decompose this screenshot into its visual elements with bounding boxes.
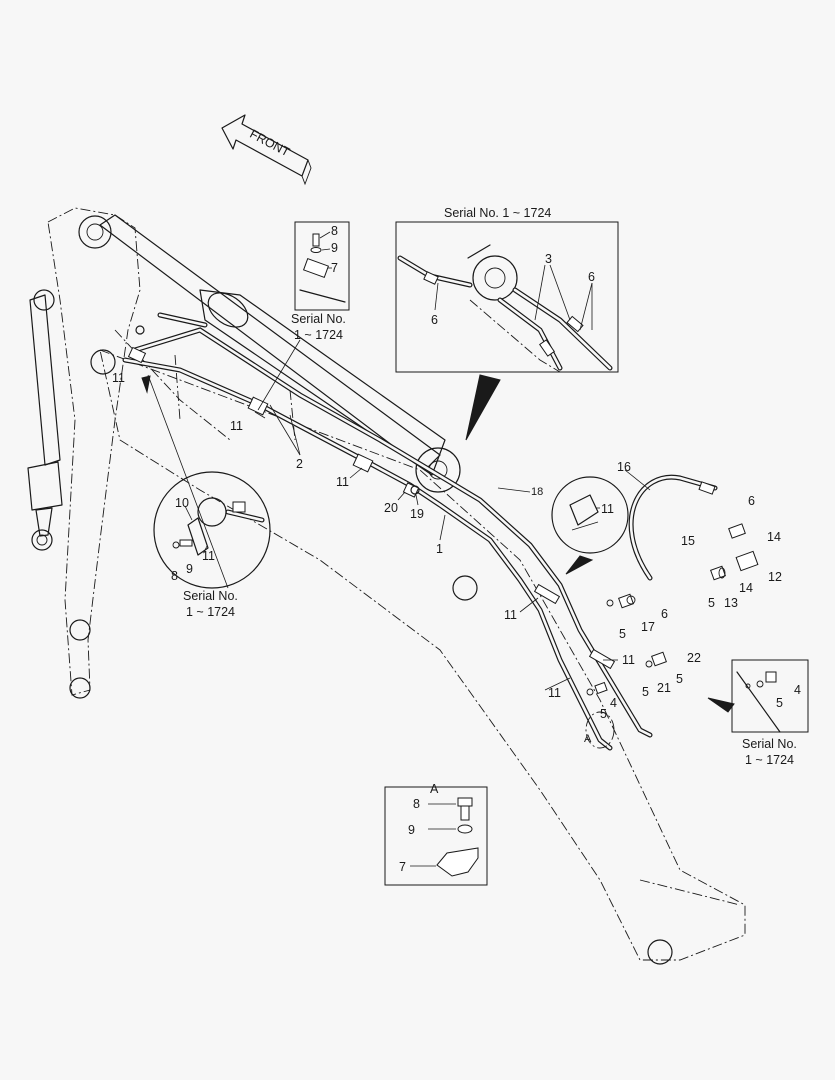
left-circle-line2: 1 ~ 1724 (186, 605, 235, 619)
label-6-left: 6 (431, 313, 438, 327)
left-circle-detail: 10 11 9 8 Serial No. 1 ~ 1724 (141, 374, 271, 619)
right-detail-line2: 1 ~ 1724 (745, 753, 794, 767)
label-11-left: 11 (202, 549, 215, 563)
label-19: 19 (410, 507, 424, 521)
label-8: 8 (331, 224, 338, 238)
label-21: 21 (657, 681, 671, 695)
label-6-top: 6 (588, 270, 595, 284)
view-marker-a: A (584, 711, 615, 749)
callout-leaders (254, 404, 651, 691)
label-13: 13 (724, 596, 738, 610)
label-14-b: 14 (739, 581, 753, 595)
right-detail-line1: Serial No. (742, 737, 797, 751)
label-9-left: 9 (186, 562, 193, 576)
label-20: 20 (384, 501, 398, 515)
detail-a-label-8: 8 (413, 797, 420, 811)
label-9: 9 (331, 241, 338, 255)
label-5-c: 5 (676, 672, 683, 686)
label-18: 18 (531, 486, 543, 498)
hose-16 (628, 474, 718, 581)
left-circle-line1: Serial No. (183, 589, 238, 603)
front-arrow-label: FRONT (247, 127, 292, 160)
label-15: 15 (681, 534, 695, 548)
front-arrow: FRONT (221, 114, 312, 186)
label-6-d: 6 (661, 607, 668, 621)
detail-a-title: A (430, 782, 439, 796)
label-2: 2 (296, 457, 303, 471)
top-detail-heading: Serial No. 1 ~ 1724 (444, 206, 551, 220)
label-5-e: 5 (600, 707, 607, 721)
detail-a-box: A 8 9 7 (384, 782, 488, 886)
label-17: 17 (641, 620, 655, 634)
label-4-right: 4 (794, 683, 801, 697)
label-1: 1 (436, 542, 443, 556)
fittings (533, 523, 759, 696)
label-6-hose: 6 (748, 494, 755, 508)
callout-labels: 11 11 2 11 20 19 1 18 16 6 15 14 12 14 1… (112, 371, 782, 721)
label-12: 12 (768, 570, 782, 584)
label-4: 4 (610, 696, 617, 710)
clamp-note-line2: 1 ~ 1724 (294, 328, 343, 342)
right-detail-box: 4 5 Serial No. 1 ~ 1724 (707, 659, 809, 767)
label-5-right: 5 (776, 696, 783, 710)
label-11-c: 11 (336, 475, 349, 489)
detail-a-label-9: 9 (408, 823, 415, 837)
view-marker-label: A (584, 733, 592, 745)
clamp-circle-detail: 11 (551, 476, 629, 575)
arm-cylinder (27, 289, 63, 551)
clamp-detail-box: 8 9 7 Serial No. 1 ~ 1724 (257, 221, 350, 411)
detail-a-label-7: 7 (399, 860, 406, 874)
label-10: 10 (175, 496, 189, 510)
label-11-b: 11 (230, 419, 243, 433)
label-16: 16 (617, 460, 631, 474)
label-5-d: 5 (642, 685, 649, 699)
label-11-circle: 11 (601, 502, 614, 516)
label-11-d: 11 (504, 608, 517, 622)
label-7: 7 (331, 261, 338, 275)
label-11-f: 11 (548, 686, 561, 700)
pipe-clamps (127, 325, 420, 498)
label-8-left: 8 (171, 569, 178, 583)
label-5-a: 5 (708, 596, 715, 610)
label-11-e: 11 (622, 653, 635, 667)
label-14-a: 14 (767, 530, 781, 544)
label-3: 3 (545, 252, 552, 266)
label-5-b: 5 (619, 627, 626, 641)
label-11-a: 11 (112, 371, 125, 385)
top-detail-box: Serial No. 1 ~ 1724 3 6 6 (395, 206, 619, 441)
label-22: 22 (687, 651, 701, 665)
clamp-note-line1: Serial No. (291, 312, 346, 326)
boom-pipes (122, 312, 653, 751)
